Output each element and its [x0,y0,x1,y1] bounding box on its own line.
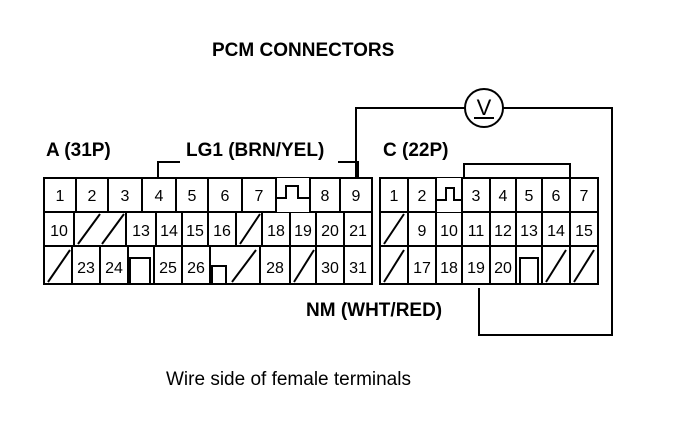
connector-a-pin-16: 16 [213,223,231,240]
diagram-title: PCM CONNECTORS [212,40,394,61]
connector-c-pin-4: 4 [499,188,508,205]
connector-a-pin-2: 2 [88,188,97,205]
connector-c-pin-6: 6 [552,188,561,205]
connector-a-pin-5: 5 [188,188,197,205]
connector-c-pin-18: 18 [440,260,458,277]
meter-lead-left [355,107,465,178]
connector-a-pin-8: 8 [321,188,330,205]
connector-a-pin-10: 10 [50,223,68,240]
lg1-wire-right [338,161,359,178]
connector-c-pin-13: 13 [520,223,538,240]
connector-c-pin-2: 2 [418,188,427,205]
connector-a-label: A (31P) [46,140,111,161]
connector-c-label: C (22P) [383,140,448,161]
connector-a-pin-1: 1 [56,188,65,205]
lg1-wire [157,161,180,178]
connector-c-pin-20: 20 [494,260,512,277]
nm-wire-label: NM (WHT/RED) [306,300,442,321]
connector-c [379,177,599,285]
connector-c-pin-1: 1 [390,188,399,205]
connector-a-pin-6: 6 [221,188,230,205]
lg1-wire-label: LG1 (BRN/YEL) [186,140,324,161]
connector-a-pin-19: 19 [294,223,312,240]
connector-a-pin-14: 14 [160,223,178,240]
connector-c-pin-10: 10 [440,223,458,240]
connector-c-pin-5: 5 [525,188,534,205]
connector-a-pin-7: 7 [255,188,264,205]
connector-a-pin-25: 25 [159,260,177,277]
connector-a-pin-24: 24 [105,260,123,277]
connector-a [43,177,373,285]
connector-c-pin-19: 19 [467,260,485,277]
nm-bracket [463,163,571,178]
connector-a-pin-28: 28 [266,260,284,277]
connector-a-pin-3: 3 [121,188,130,205]
connector-a-pin-15: 15 [186,223,204,240]
diagram-caption: Wire side of female terminals [166,369,411,390]
connector-a-pin-26: 26 [187,260,205,277]
connector-c-pin-7: 7 [580,188,589,205]
connector-a-pin-20: 20 [321,223,339,240]
meter-lead-right [478,107,613,336]
connector-c-pin-3: 3 [472,188,481,205]
connector-a-pin-31: 31 [349,260,367,277]
voltmeter-symbol: V [477,95,492,120]
connector-c-pin-9: 9 [418,223,427,240]
connector-a-pin-13: 13 [132,223,150,240]
connector-a-pin-18: 18 [267,223,285,240]
connector-c-pin-15: 15 [575,223,593,240]
connector-a-pin-30: 30 [321,260,339,277]
connector-c-pin-17: 17 [413,260,431,277]
connector-a-pin-21: 21 [349,223,367,240]
connector-c-pin-14: 14 [547,223,565,240]
connector-c-pin-12: 12 [494,223,512,240]
connector-a-pin-9: 9 [352,188,361,205]
connector-a-pin-23: 23 [77,260,95,277]
connector-c-pin-11: 11 [468,223,485,240]
connector-a-pin-4: 4 [155,188,164,205]
